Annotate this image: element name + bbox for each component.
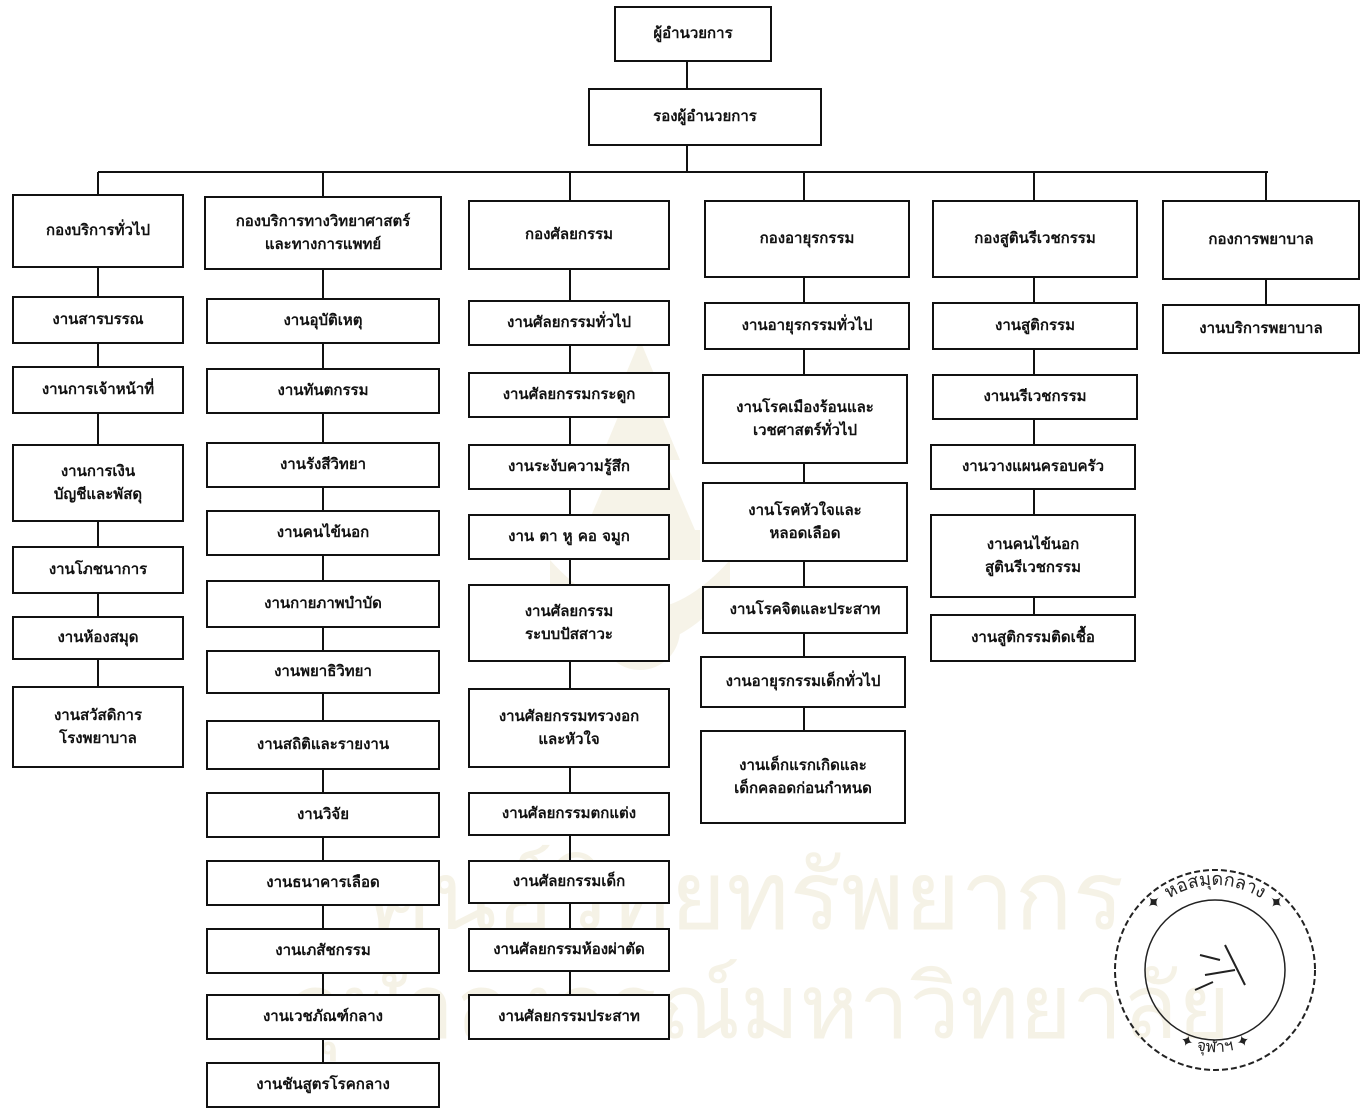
unit-box-2-7: งานศัลยกรรมเด็ก [468,860,670,904]
unit-box-4-4: งานสูติกรรมติดเชื้อ [930,614,1136,662]
unit-box-2-9: งานศัลยกรรมประสาท [468,994,670,1040]
connector-division-0-unit-2 [97,414,99,444]
unit-box-3-0: งานอายุรกรรมทั่วไป [704,302,910,350]
unit-box-2-3: งาน ตา หู คอ จมูก [468,514,670,560]
unit-box-2-5: งานศัลยกรรมทรวงอก และหัวใจ [468,688,670,768]
unit-box-1-5: งานพยาธิวิทยา [206,650,440,694]
unit-box-0-2: งานการเงิน บัญชีและพัสดุ [12,444,184,522]
unit-box-3-4: งานอายุรกรรมเด็กทั่วไป [700,656,906,708]
connector-division-2-unit-8 [569,904,571,928]
connector-division-1-unit-1 [322,344,324,368]
division-box-3: กองอายุรกรรม [704,200,910,278]
connector-division-2-unit-0 [569,270,571,300]
unit-box-1-10: งานเวชภัณฑ์กลาง [206,994,440,1040]
division-box-1: กองบริการทางวิทยาศาสตร์ และทางการแพทย์ [204,196,442,270]
connector-division-0-unit-4 [97,594,99,616]
connector-division-3-unit-0 [803,278,805,302]
unit-box-4-1: งานนรีเวชกรรม [932,374,1138,420]
connector-division-2-unit-7 [569,836,571,860]
unit-box-2-0: งานศัลยกรรมทั่วไป [468,300,670,346]
connector-division-2-unit-1 [569,346,571,372]
unit-box-1-7: งานวิจัย [206,792,440,838]
connector-division-2-unit-6 [569,768,571,792]
connector-division-1-unit-0 [322,270,324,298]
unit-box-4-2: งานวางแผนครอบครัว [930,444,1136,490]
unit-box-0-3: งานโภชนาการ [12,546,184,594]
unit-box-5-0: งานบริการพยาบาล [1162,304,1360,354]
connector-division-0-unit-3 [97,522,99,546]
unit-box-3-2: งานโรคหัวใจและ หลอดเลือด [702,482,908,562]
connector-division-5-unit-0 [1265,280,1267,304]
unit-box-1-9: งานเภสัชกรรม [206,928,440,974]
division-box-2: กองศัลยกรรม [468,200,670,270]
connector-division-3-unit-4 [803,634,805,656]
unit-box-1-8: งานธนาคารเลือด [206,860,440,906]
connector-division-4-unit-1 [1033,350,1035,374]
connector-division-1-unit-4 [322,556,324,580]
unit-box-2-8: งานศัลยกรรมห้องผ่าตัด [468,928,670,972]
connector-division-2-unit-9 [569,972,571,994]
connector-bus-division-1 [322,172,324,196]
unit-box-1-6: งานสถิติและรายงาน [206,720,440,770]
connector-division-1-unit-8 [322,838,324,860]
connector-division-1-unit-5 [322,628,324,650]
connector-bus-division-5 [1265,172,1267,200]
division-box-5: กองการพยาบาล [1162,200,1360,280]
deputy-director-box: รองผู้อำนวยการ [588,88,822,146]
connector-division-4-unit-4 [1033,598,1035,614]
connector-bus-division-2 [569,172,571,200]
division-box-0: กองบริการทั่วไป [12,194,184,268]
connector-division-3-unit-3 [803,562,805,586]
unit-box-1-11: งานชันสูตรโรคกลาง [206,1062,440,1108]
connector-division-2-unit-2 [569,418,571,444]
connector-division-1-unit-3 [322,488,324,510]
unit-box-0-5: งานสวัสดิการ โรงพยาบาล [12,686,184,768]
connector-division-2-unit-4 [569,560,571,584]
director-box: ผู้อำนวยการ [614,6,772,62]
unit-box-3-3: งานโรคจิตและประสาท [702,586,908,634]
connector-director-deputy [686,62,688,88]
unit-box-1-3: งานคนไข้นอก [206,510,440,556]
unit-box-1-4: งานกายภาพบำบัด [206,580,440,628]
connector-division-1-unit-2 [322,414,324,442]
connector-division-1-unit-11 [322,1040,324,1062]
connector-division-0-unit-1 [97,344,99,366]
unit-box-0-0: งานสารบรรณ [12,296,184,344]
unit-box-2-4: งานศัลยกรรม ระบบปัสสาวะ [468,584,670,662]
unit-box-2-2: งานระงับความรู้สึก [468,444,670,490]
unit-box-4-3: งานคนไข้นอก สูตินรีเวชกรรม [930,514,1136,598]
connector-bus-division-4 [1033,172,1035,200]
connector-bus-division-0 [97,172,99,194]
unit-box-1-0: งานอุบัติเหตุ [206,298,440,344]
connector-division-1-unit-10 [322,974,324,994]
connector-deputy-bus [686,146,688,172]
connector-division-4-unit-0 [1033,278,1035,302]
unit-box-0-4: งานห้องสมุด [12,616,184,660]
unit-box-2-1: งานศัลยกรรมกระดูก [468,372,670,418]
unit-box-1-1: งานทันตกรรม [206,368,440,414]
connector-division-1-unit-9 [322,906,324,928]
connector-division-4-unit-2 [1033,420,1035,444]
connector-division-1-unit-6 [322,694,324,720]
unit-box-4-0: งานสูติกรรม [932,302,1138,350]
unit-box-1-2: งานรังสีวิทยา [206,442,440,488]
unit-box-3-1: งานโรคเมืองร้อนและ เวชศาสตร์ทั่วไป [702,374,908,464]
connector-division-4-unit-3 [1033,490,1035,514]
connector-division-1-unit-7 [322,770,324,792]
unit-box-0-1: งานการเจ้าหน้าที่ [12,366,184,414]
unit-box-3-5: งานเด็กแรกเกิดและ เด็กคลอดก่อนกำหนด [700,730,906,824]
connector-division-bus [98,171,1268,173]
connector-division-3-unit-5 [803,708,805,730]
connector-division-3-unit-2 [803,464,805,482]
connector-division-0-unit-5 [97,660,99,686]
connector-division-3-unit-1 [803,350,805,374]
unit-box-2-6: งานศัลยกรรมตกแต่ง [468,792,670,836]
division-box-4: กองสูตินรีเวชกรรม [932,200,1138,278]
connector-division-0-unit-0 [97,268,99,296]
connector-division-2-unit-3 [569,490,571,514]
connector-bus-division-3 [803,172,805,200]
connector-division-2-unit-5 [569,662,571,688]
